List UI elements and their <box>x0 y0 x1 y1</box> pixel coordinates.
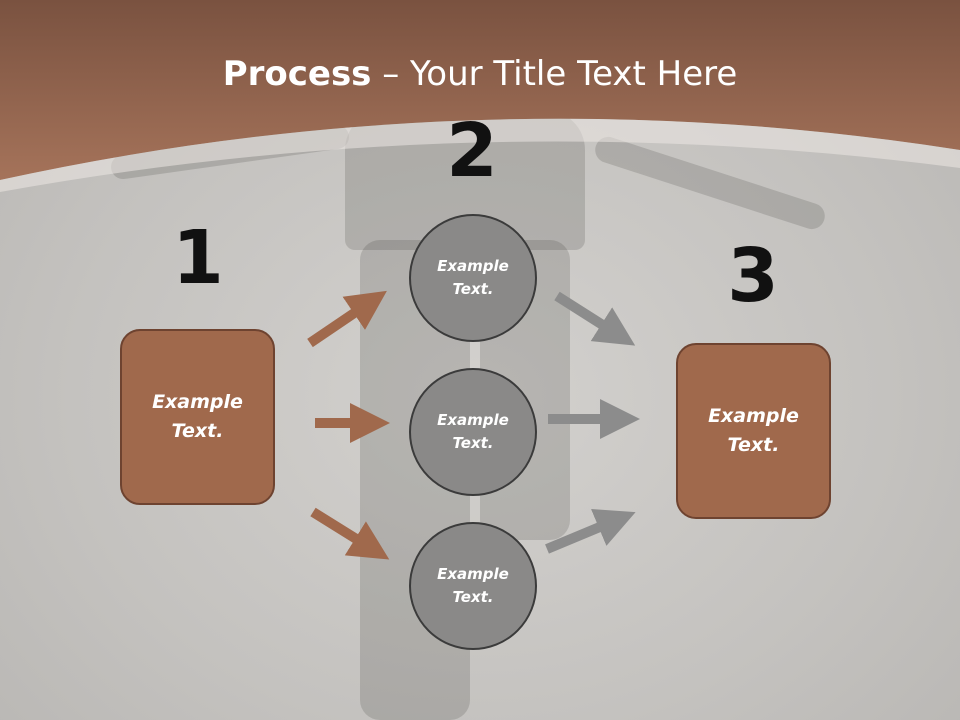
arrow-top-to-step3 <box>554 291 636 346</box>
step-number-2: 2 <box>446 108 498 194</box>
circle-text: Example <box>437 565 509 583</box>
header-banner <box>0 0 960 192</box>
arrow-step1-to-top <box>307 290 387 348</box>
arrow-bottom-to-step3 <box>545 509 636 554</box>
step3-box-text: Example <box>708 405 799 427</box>
circle-text: Text. <box>452 434 494 452</box>
step1-box-text: Example <box>152 391 243 413</box>
circle-text: Example <box>437 411 509 429</box>
step-number-3: 3 <box>727 233 779 319</box>
arrow-step1-to-bottom <box>310 507 390 560</box>
step-number-1: 1 <box>172 215 224 301</box>
circle-text: Example <box>437 257 509 275</box>
circle-text: Text. <box>452 280 494 298</box>
step3-box-text: Text. <box>727 434 780 456</box>
step1-box-text: Text. <box>171 420 224 442</box>
slide-title: Process – Your Title Text Here <box>222 54 738 94</box>
circle-text: Text. <box>452 588 494 606</box>
